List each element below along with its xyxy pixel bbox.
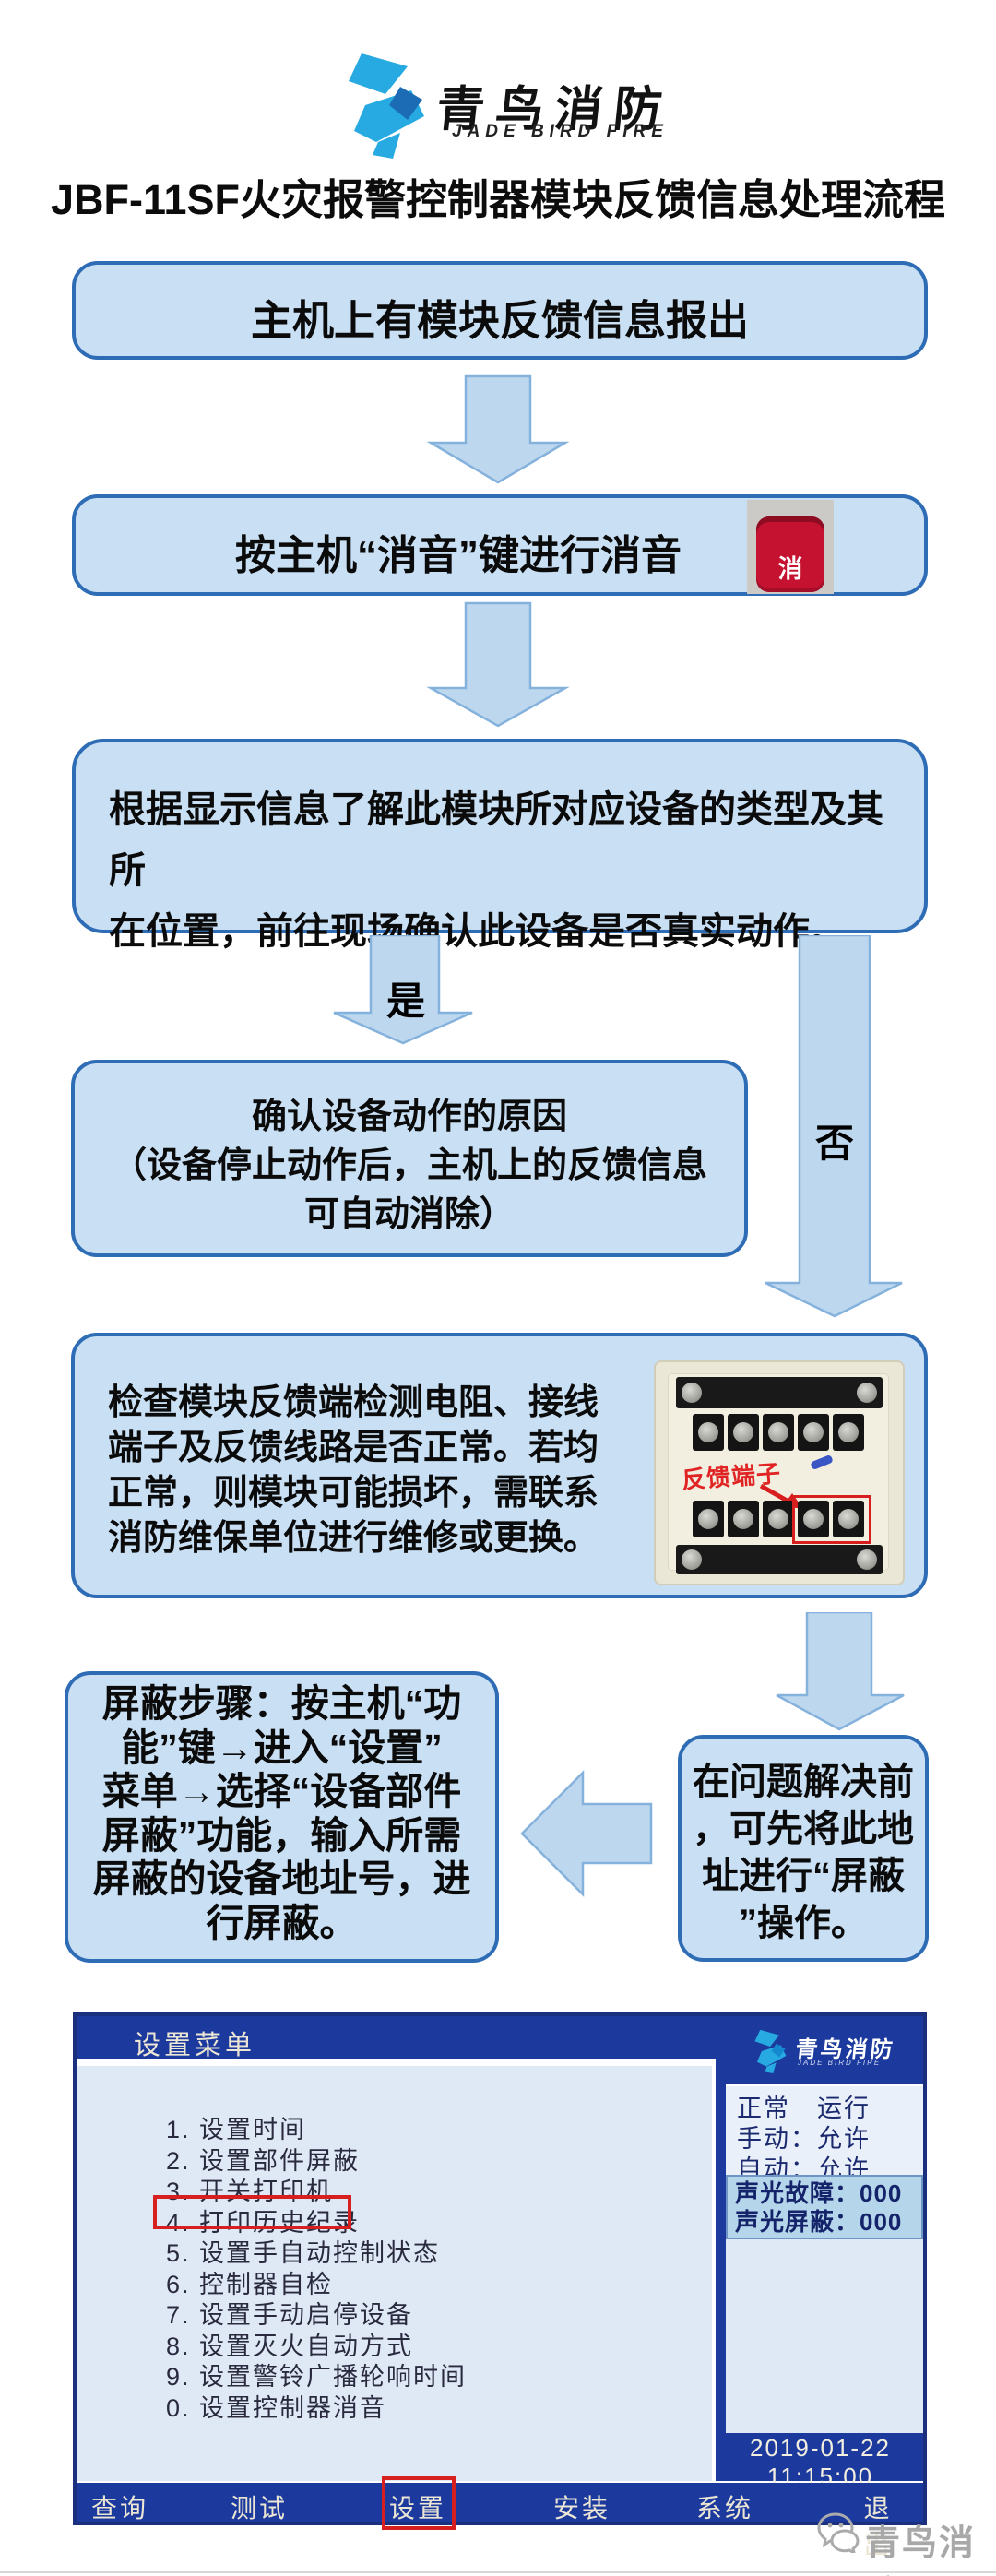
yes-label: 是 [385, 979, 425, 1023]
status-line-manual: 手动：允许 [737, 2125, 871, 2153]
menu-item-0[interactable]: 0. 设置控制器消音 [166, 2393, 387, 2422]
alarm-fault-line: 声光故障：000 [735, 2179, 903, 2207]
terminal [728, 1501, 759, 1537]
menu-item-2[interactable]: 2. 设置部件屏蔽 [166, 2146, 361, 2175]
page-title: JBF-11SF火灾报警控制器模块反馈信息处理流程 [50, 176, 946, 223]
screen-header-title: 设置菜单 [134, 2031, 256, 2060]
flow-box-shield-first-text: 在问题解决前 ，可先将此地 址进行“屏蔽 ”操作。 [693, 1762, 914, 1943]
feedback-terminal-highlight [792, 1495, 872, 1544]
bar-item-install[interactable]: 安装 [552, 2494, 611, 2523]
flow-box-check-module: 检查模块反馈端检测电阻、接线 端子及反馈线路是否正常。若均 正常，则模块可能损坏… [71, 1333, 928, 1598]
alarm-shield-line: 声光屏蔽：000 [735, 2208, 903, 2236]
flow-box-confirm-cause: 确认设备动作的原因 （设备停止动作后，主机上的反馈信息 可自动消除） [71, 1060, 748, 1257]
flow-box-report-text: 主机上有模块反馈信息报出 [250, 297, 749, 344]
mute-button-char-1: 消 [777, 555, 803, 583]
screen-logo-panel: 青鸟消防 JADE BIRD FIRE [726, 2016, 923, 2084]
jade-bird-logo-icon [349, 53, 424, 159]
flow-box-check-site-text: 根据显示信息了解此模块所对应设备的类型及其所 在位置，前往现场确认此设备是否真实… [109, 789, 883, 952]
menu-item-7[interactable]: 7. 设置手动启停设备 [166, 2301, 414, 2329]
screen-status-panel: 正常 运行 手动：允许 自动：允许 [726, 2086, 923, 2183]
screen-menu-list: 1. 设置时间 2. 设置部件屏蔽 3. 开关打印机 4. 打印历史纪录 5. … [166, 2115, 682, 2424]
bar-item-test[interactable]: 测试 [230, 2494, 289, 2523]
terminal [693, 1414, 724, 1451]
module-bottom-strip [676, 1545, 883, 1574]
terminal [693, 1501, 724, 1537]
terminal [763, 1414, 794, 1451]
terminal [833, 1501, 864, 1537]
screen-menu-area: 1. 设置时间 2. 设置部件屏蔽 3. 开关打印机 4. 打印历史纪录 5. … [77, 2066, 712, 2481]
flow-box-shield-first: 在问题解决前 ，可先将此地 址进行“屏蔽 ”操作。 [678, 1735, 929, 1962]
screen-right-blank [726, 2239, 923, 2433]
controller-screen: 设置菜单 1. 设置时间 2. 设置部件屏蔽 3. 开关打印机 4. 打印历史纪… [73, 2012, 927, 2559]
flow-box-shield-steps-text: 屏蔽步骤：按主机“功 能”键→进入“设置” 菜单→选择“设备部件 屏蔽”功能，输… [92, 1682, 471, 1944]
flow-box-confirm-cause-text: 确认设备动作的原因 （设备停止动作后，主机上的反馈信息 可自动消除） [111, 1098, 707, 1234]
menu-item-3[interactable]: 3. 开关打印机 [166, 2178, 334, 2205]
screen-datetime-box: 2019-01-22 11:15:00 [717, 2433, 923, 2490]
wechat-icon [817, 2512, 860, 2553]
arrow-down-3-icon [776, 1612, 905, 1731]
settings-highlight [382, 2476, 456, 2530]
screen-logo-en: JADE BIRD FIRE [798, 2059, 882, 2067]
module-screw [857, 1383, 877, 1403]
flow-box-check-site: 根据显示信息了解此模块所对应设备的类型及其所 在位置，前往现场确认此设备是否真实… [72, 739, 928, 952]
flow-box-mute: 按主机“消音”键进行消音 消 音 [72, 494, 928, 642]
bar-item-settings[interactable]: 设置 [388, 2494, 447, 2523]
flow-box-shield-steps: 屏蔽步骤：按主机“功 能”键→进入“设置” 菜单→选择“设备部件 屏蔽”功能，输… [65, 1671, 499, 1963]
arrow-down-1-icon [426, 374, 570, 484]
arrow-yes-icon [333, 935, 473, 1045]
menu-item-5[interactable]: 5. 设置手自动控制状态 [166, 2239, 441, 2267]
bar-item-system[interactable]: 系统 [695, 2494, 754, 2523]
flow-box-report: 主机上有模块反馈信息报出 [72, 261, 928, 360]
bar-item-exit[interactable]: 退出 [863, 2494, 893, 2559]
brand-name-en: JADE BIRD FIRE [452, 122, 669, 141]
screen-date: 2019-01-22 [750, 2434, 891, 2462]
module-screw [682, 1549, 702, 1570]
flow-box-check-module-text: 检查模块反馈端检测电阻、接线 端子及反馈线路是否正常。若均 正常，则模块可能损坏… [108, 1383, 599, 1558]
screen-alarm-box: 声光故障：000 声光屏蔽：000 [726, 2175, 923, 2239]
screen-logo-icon [754, 2029, 787, 2073]
terminal [798, 1501, 829, 1537]
no-label: 否 [814, 1122, 854, 1165]
mute-button-char-2: 音 [777, 614, 803, 642]
arrow-left-icon [520, 1769, 653, 1898]
status-line-run: 正常 运行 [737, 2095, 871, 2122]
bar-item-query[interactable]: 查询 [90, 2494, 149, 2523]
bottom-divider-line [0, 2571, 996, 2573]
menu-item-1[interactable]: 1. 设置时间 [166, 2116, 307, 2143]
menu-item-2-highlight [153, 2195, 351, 2229]
terminal [728, 1414, 759, 1451]
flow-box-mute-text: 按主机“消音”键进行消音 [235, 533, 682, 578]
terminal [798, 1414, 829, 1451]
module-photo: 反馈端子 [654, 1360, 905, 1585]
module-screw [682, 1383, 702, 1403]
screen-divider [716, 2059, 726, 2481]
arrow-down-2-icon [426, 601, 570, 728]
mute-button: 消 音 [756, 516, 824, 642]
arrow-no-icon [765, 935, 903, 1318]
module-top-strip [676, 1377, 883, 1408]
menu-item-4[interactable]: 4. 打印历史纪录 [166, 2208, 361, 2237]
menu-item-9[interactable]: 9. 设置警铃广播轮响时间 [166, 2363, 468, 2391]
module-screw [857, 1549, 877, 1570]
terminal [763, 1501, 794, 1537]
menu-item-8[interactable]: 8. 设置灭火自动方式 [166, 2332, 414, 2360]
screen-bottom-bar: 查询 测试 设置 安装 系统 退出 [77, 2483, 923, 2559]
menu-item-6[interactable]: 6. 控制器自检 [166, 2270, 334, 2298]
terminal [833, 1414, 864, 1451]
watermark-text: 青鸟消防 [865, 2524, 977, 2576]
